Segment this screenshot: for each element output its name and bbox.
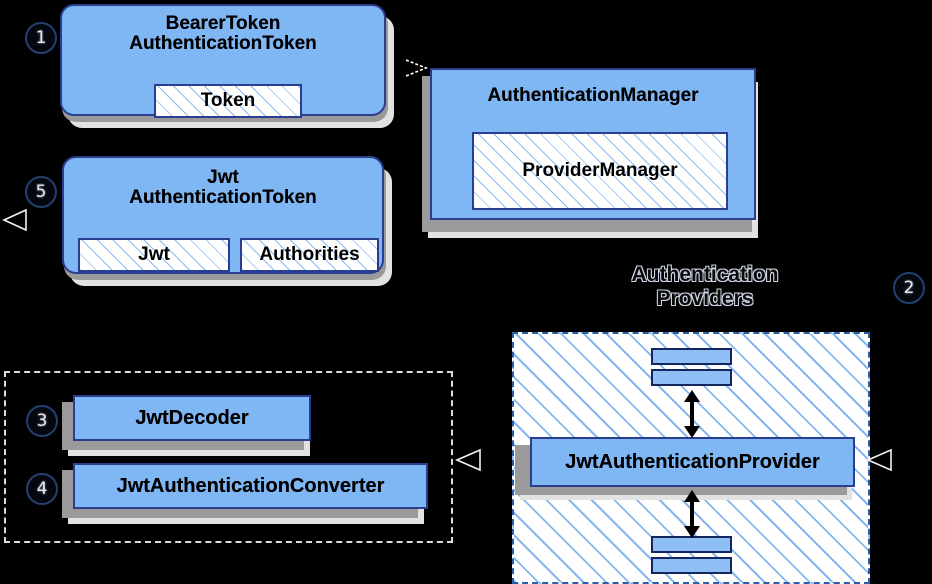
marker-2: 2 [893,272,925,304]
arrowhead-left-jwt-auth-provider [866,448,892,472]
group-jwt-support-beans [4,371,453,543]
marker-1-label: 1 [35,27,47,48]
arrowhead-left-jwt-token [2,208,27,232]
provider-stub-top-1 [651,348,732,365]
marker-4: 4 [26,473,58,505]
node-jwt-decoder[interactable]: JwtDecoder [73,395,311,441]
auth-providers-label-line2: Providers [656,286,754,310]
node-bearer-token-authentication-token[interactable]: BearerToken AuthenticationToken Token [60,4,386,118]
jwt-token-title: Jwt AuthenticationToken [64,168,382,208]
arrowhead-left-jwt-support-group [455,448,481,472]
arrow-provider-to-bottom-stubs [684,490,700,538]
marker-5: 5 [25,176,57,208]
node-jwt-authentication-token[interactable]: Jwt AuthenticationToken Jwt Authorities [62,156,384,274]
jwt-decoder-label: JwtDecoder [135,406,249,429]
provider-stub-top-2 [651,369,732,386]
node-jwt-authentication-converter[interactable]: JwtAuthenticationConverter [73,463,428,509]
arrow-provider-to-top-stubs [684,390,700,438]
node-authentication-manager[interactable]: AuthenticationManager ProviderManager [430,68,756,220]
authentication-manager-title: AuthenticationManager [487,85,699,106]
jwt-token-title-line2: AuthenticationToken [129,186,317,208]
marker-3-label: 3 [36,410,48,431]
jwt-token-field-authorities-label: Authorities [259,244,360,265]
authentication-providers-label: Authentication Providers [580,263,830,310]
authentication-manager-field-provider-manager: ProviderManager [472,132,728,210]
marker-4-label: 4 [36,478,48,499]
provider-stub-bottom-1 [651,536,732,553]
marker-1: 1 [25,22,57,54]
bearer-token-field-token: Token [154,84,302,118]
provider-stub-bottom-2 [651,557,732,574]
provider-manager-label: ProviderManager [522,160,678,181]
auth-providers-label-line1: Authentication [631,263,779,286]
jwt-auth-converter-label: JwtAuthenticationConverter [116,474,385,497]
bearer-token-title-line1: BearerToken [165,13,281,34]
jwt-auth-provider-label: JwtAuthenticationProvider [565,450,820,473]
bearer-token-field-label: Token [200,90,256,111]
node-jwt-authentication-provider[interactable]: JwtAuthenticationProvider [530,437,855,487]
jwt-token-field-authorities: Authorities [240,238,379,272]
bearer-token-title-line2: AuthenticationToken [129,32,317,54]
jwt-token-field-jwt-label: Jwt [138,244,170,265]
marker-3: 3 [26,405,58,437]
jwt-token-title-line1: Jwt [207,167,239,188]
arrowhead-chevron-authentication-manager [405,59,429,77]
bearer-token-title: BearerToken AuthenticationToken [62,14,384,54]
marker-2-label: 2 [903,277,915,298]
marker-5-label: 5 [35,181,47,202]
jwt-token-field-jwt: Jwt [78,238,230,272]
